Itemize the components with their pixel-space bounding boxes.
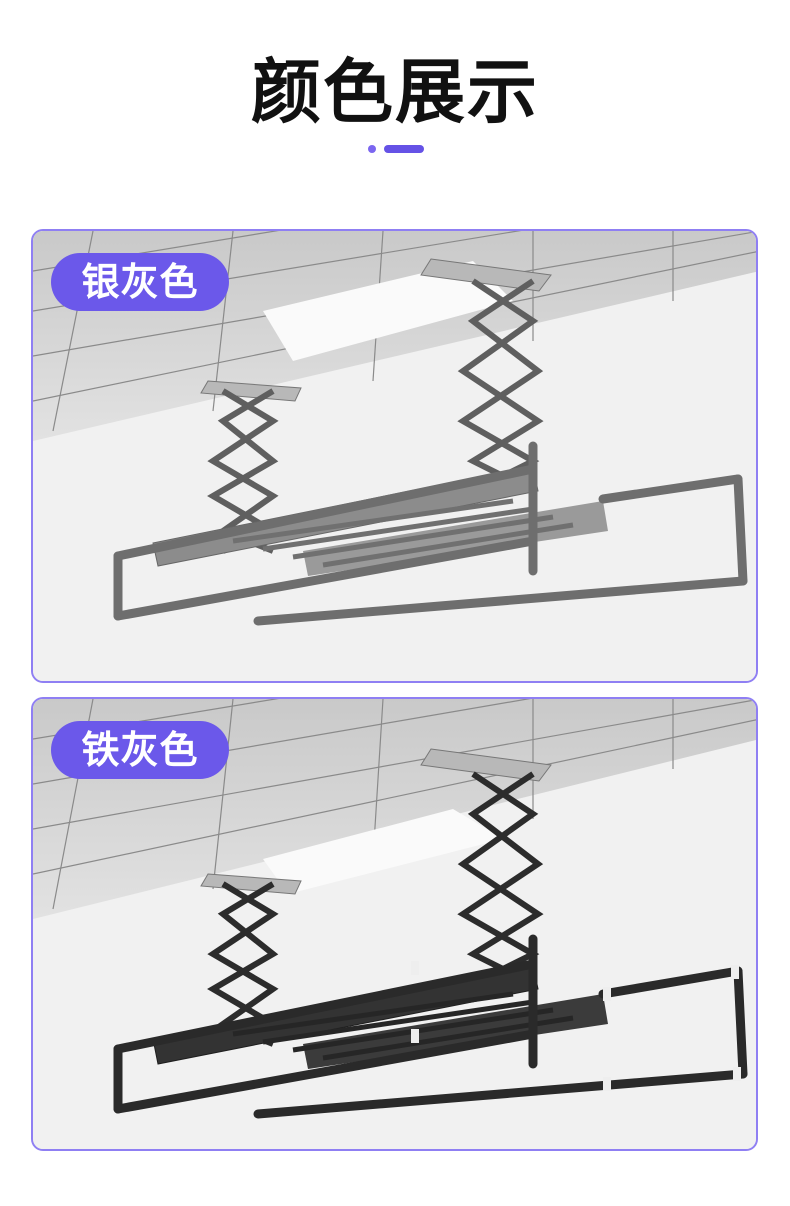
color-badge-iron: 铁灰色 [51,721,229,779]
page-title: 颜色展示 [251,51,539,133]
underline-dot [368,145,376,153]
color-badge-silver: 银灰色 [51,253,229,311]
underline-bar [384,145,424,153]
drying-rack-silver-image [33,231,756,681]
product-card-silver: 银灰色 [31,229,758,683]
title-underline [368,145,424,153]
product-card-iron: 铁灰色 [31,697,758,1151]
